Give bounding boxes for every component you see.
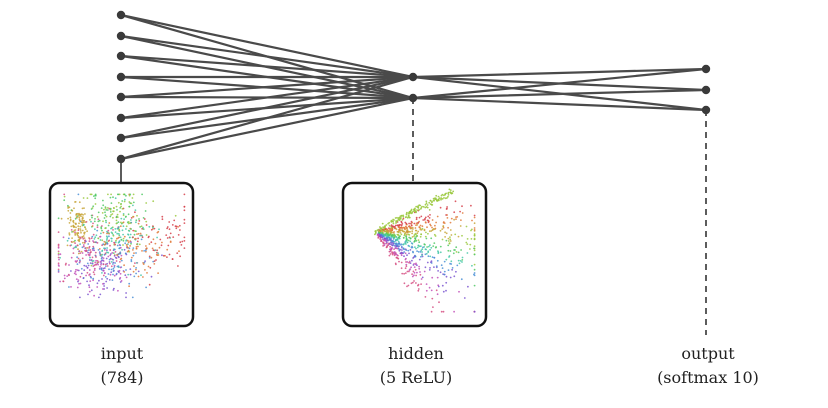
output-layer-name: output [681,344,735,363]
edge-input-6-to-hidden-0 [119,75,415,140]
embedding-boxes [48,181,488,328]
input-embedding-frame [48,181,195,328]
output-layer-detail: (softmax 10) [657,368,759,387]
hidden-layer-name: hidden [388,344,444,363]
edge-input-1-to-hidden-0 [119,34,415,79]
input-unit-node-4 [116,92,126,102]
edge-hidden-0-to-output-0 [411,67,708,79]
output-unit-node-0 [701,64,711,74]
input-layer-detail: (784) [100,368,144,387]
edge-hidden-1-to-output-0 [411,67,708,100]
edge-input-0-to-hidden-0 [119,13,415,79]
edge-input-7-to-hidden-0 [119,75,415,161]
input-unit-node-1 [116,31,126,41]
input-embedding-plot [48,181,195,328]
input-unit-node-2 [116,51,126,61]
output-unit-node-2 [701,105,711,115]
input-embedding-points [57,193,186,299]
input-unit-node-3 [116,72,126,82]
hidden-unit-node-1 [408,93,418,103]
input-unit-node-7 [116,154,126,164]
output-unit-node-1 [701,85,711,95]
input-layer-label: input (784) [22,342,222,390]
output-layer-label: output (softmax 10) [608,342,808,390]
edge-input-2-to-hidden-0 [119,54,415,79]
hidden-unit-node-0 [408,72,418,82]
edge-hidden-1-to-output-1 [411,88,708,100]
edge-input-4-to-hidden-0 [119,75,415,99]
hidden-layer-label: hidden (5 ReLU) [316,342,516,390]
input-unit-node-5 [116,113,126,123]
connection-lines [119,13,708,161]
hidden-embedding-frame [341,181,488,328]
neuron-nodes [116,10,711,164]
input-unit-node-6 [116,133,126,143]
hidden-layer-detail: (5 ReLU) [379,368,453,387]
input-unit-node-0 [116,10,126,20]
edge-input-7-to-hidden-1 [119,96,415,161]
input-layer-name: input [100,344,144,363]
edge-hidden-1-to-output-2 [411,96,708,112]
hidden-embedding-points [374,188,476,313]
hidden-embedding-plot [341,181,488,328]
edge-input-5-to-hidden-0 [119,75,415,120]
